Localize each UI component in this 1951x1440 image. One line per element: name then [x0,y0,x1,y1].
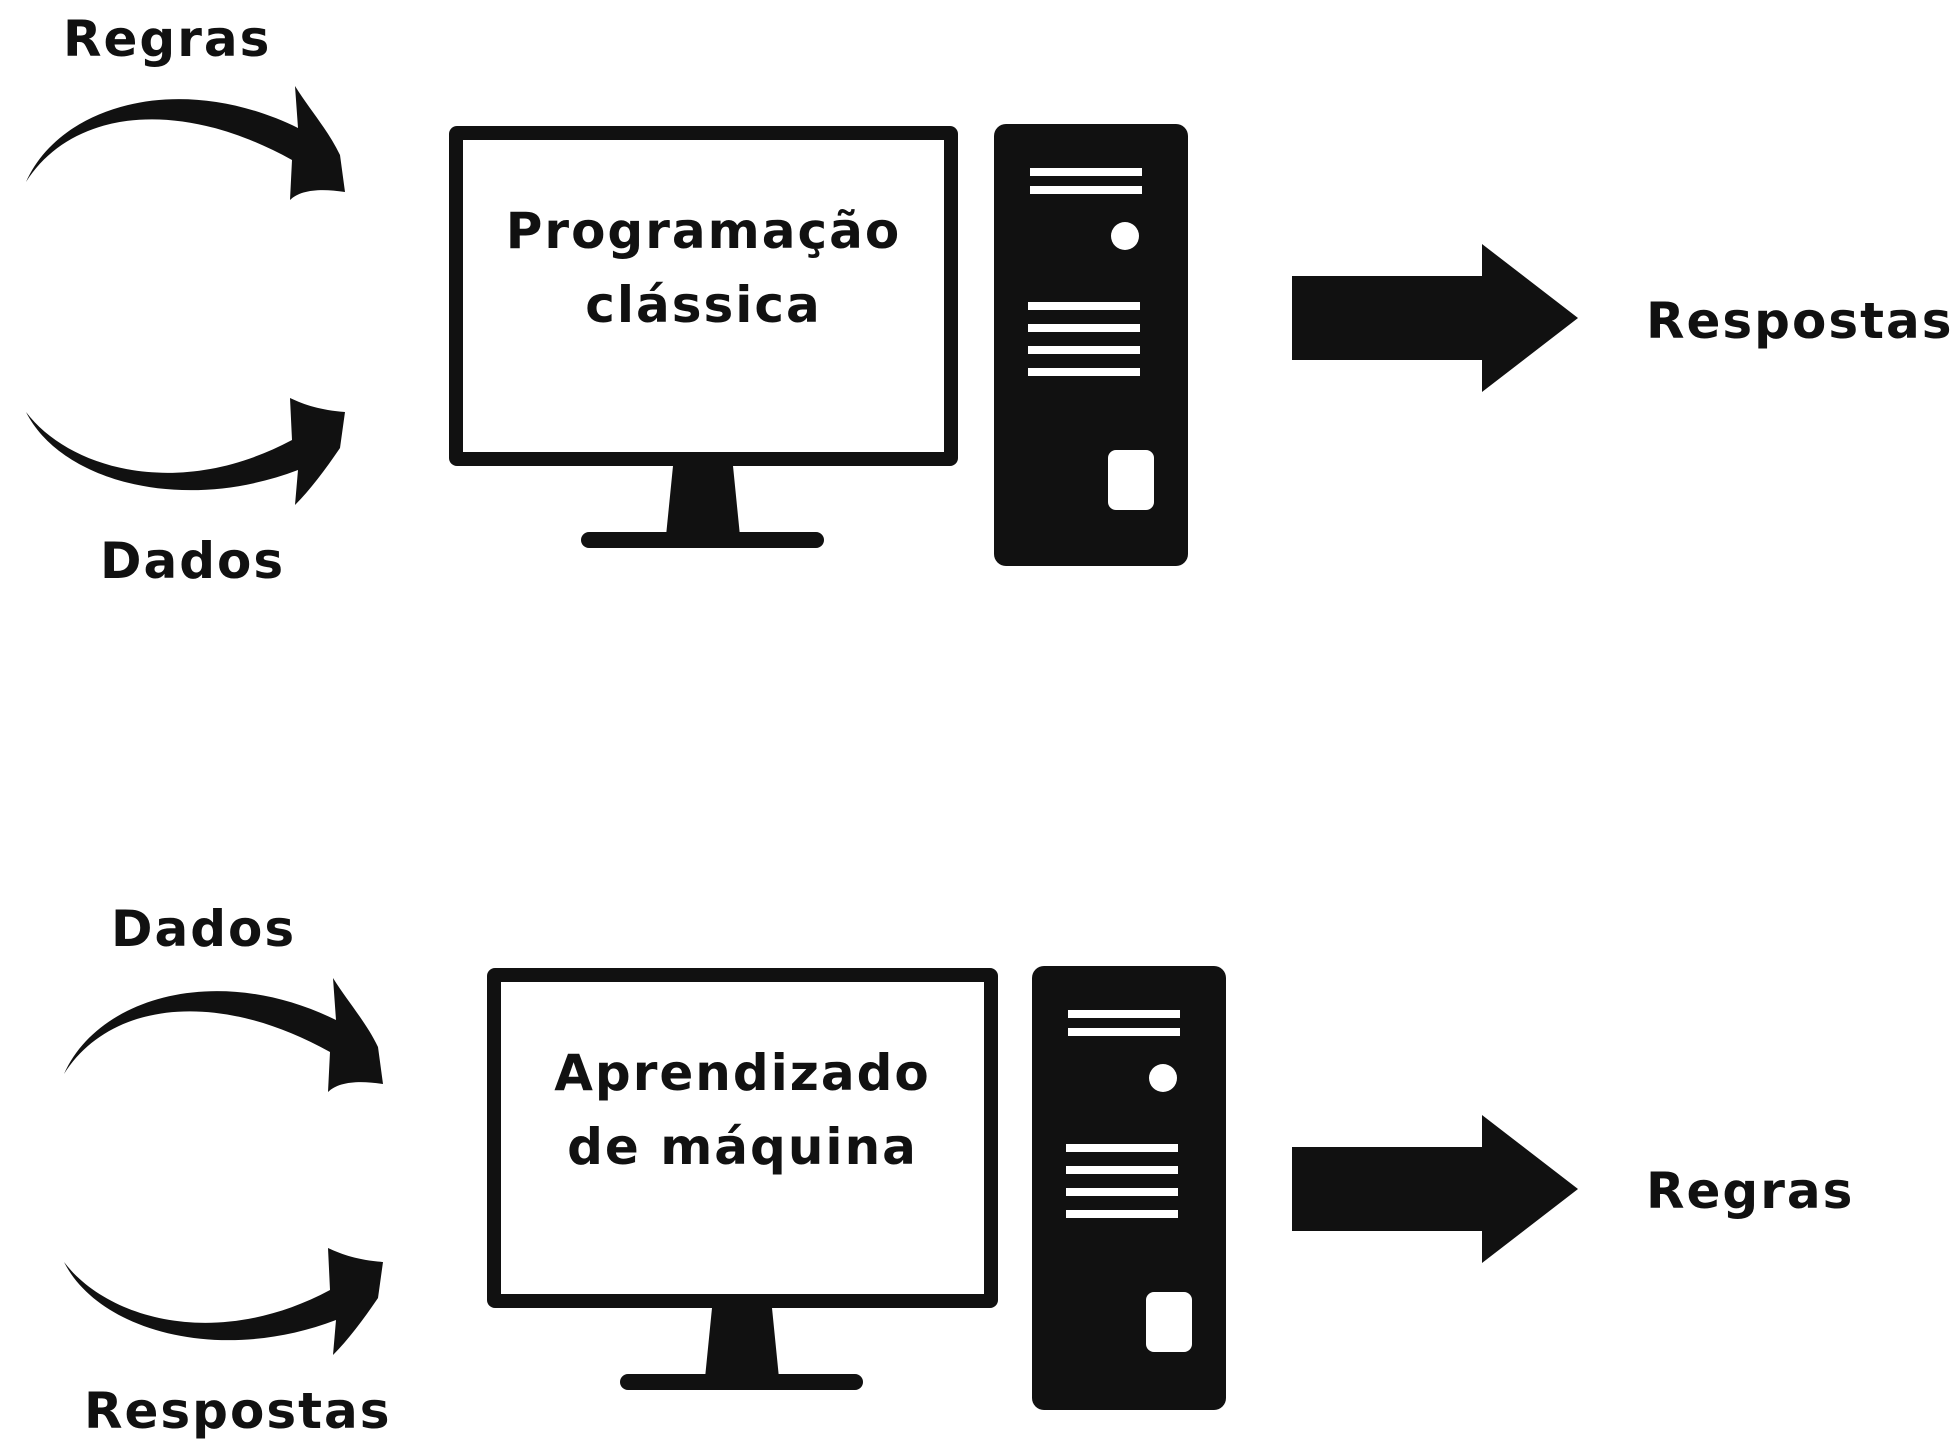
monitor-base [620,1374,863,1390]
curved-arrow-icon [26,398,345,505]
output-arrow-icon [1292,1115,1578,1263]
monitor-screen [501,982,984,1294]
curved-arrow-icon [26,86,345,200]
monitor-screen [463,140,944,452]
input-label-bottom: Dados [100,532,286,590]
output-arrow-icon [1292,244,1578,392]
computer-label-line: Aprendizado [554,1044,931,1102]
monitor-base [581,532,824,548]
monitor-neck [666,466,740,536]
output-label: Respostas [1646,292,1951,350]
computer-label: Aprendizado de máquina [501,1036,984,1184]
output-label: Regras [1646,1162,1855,1220]
computer-label: Programação clássica [463,194,944,342]
input-label-top: Dados [111,900,297,958]
computer-label-line: Programação [505,202,902,260]
curved-arrow-icon [64,1248,383,1355]
input-label-top: Regras [63,10,272,68]
curved-arrow-icon [64,978,383,1092]
computer-label-line: de máquina [567,1118,918,1176]
top-diagram [26,86,1578,566]
monitor-neck [705,1308,779,1378]
bottom-diagram [64,966,1578,1410]
computer-label-line: clássica [585,276,822,334]
input-label-bottom: Respostas [84,1382,392,1440]
